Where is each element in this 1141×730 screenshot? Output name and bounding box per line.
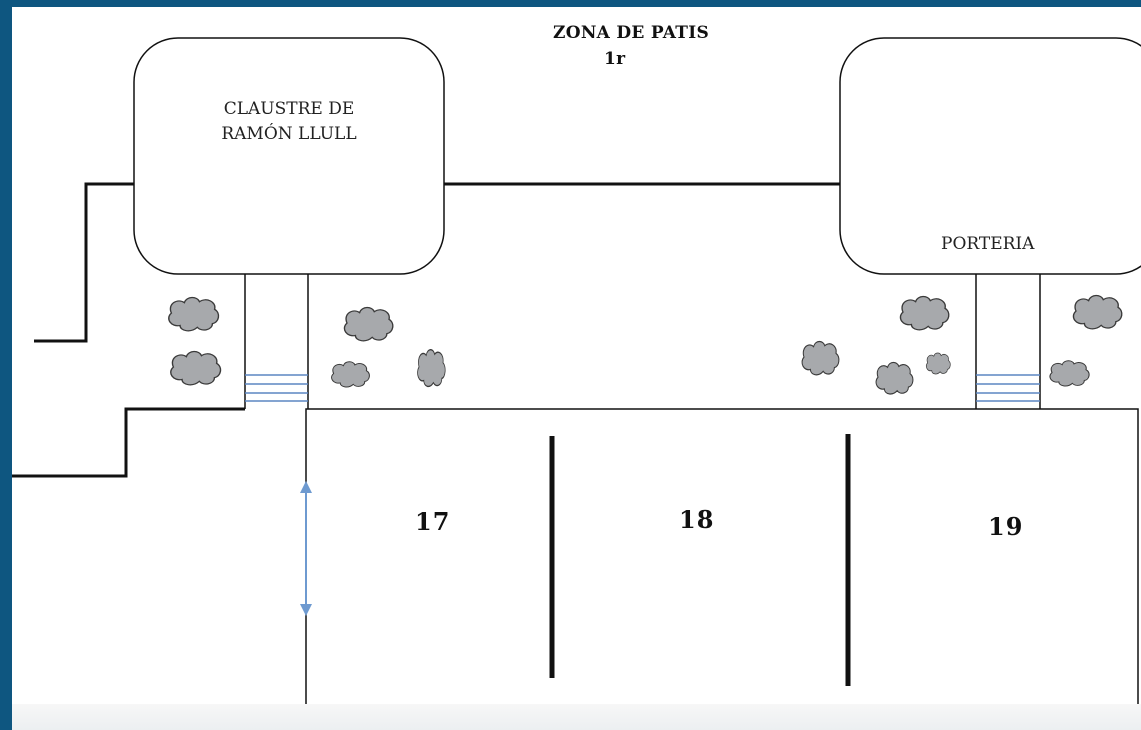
cloister-label-line2: RAMÓN LLULL xyxy=(221,124,357,144)
zone-title: ZONA DE PATIS xyxy=(553,23,710,43)
section-17: 17 xyxy=(415,507,451,536)
bush xyxy=(343,306,394,342)
left-wall-lower xyxy=(12,407,245,478)
classroom-building xyxy=(305,408,1139,714)
section-18: 18 xyxy=(679,505,715,534)
bush xyxy=(1072,294,1123,330)
floor-plan xyxy=(12,37,1141,714)
porteria-room xyxy=(839,37,1141,275)
bottom-fade xyxy=(12,704,1141,730)
diagram-canvas: ZONA DE PATIS 1r CLAUSTRE DE RAMÓN LLULL… xyxy=(12,7,1141,730)
left-wall-upper xyxy=(34,182,134,343)
porteria-label: PORTERIA xyxy=(941,234,1035,254)
section-19: 19 xyxy=(988,512,1024,541)
floor-label: 1r xyxy=(604,49,626,69)
right-corridor xyxy=(975,274,1041,409)
bush xyxy=(875,361,914,395)
double-arrow xyxy=(300,481,312,616)
bush xyxy=(899,295,950,331)
left-stairs xyxy=(245,374,308,402)
bush xyxy=(801,340,840,376)
bush xyxy=(170,350,222,386)
left-corridor xyxy=(244,274,309,409)
cloister-room xyxy=(133,37,445,275)
bush xyxy=(416,349,446,388)
bush xyxy=(1049,360,1090,387)
bush xyxy=(168,296,220,332)
right-stairs xyxy=(976,374,1040,402)
bush xyxy=(925,352,951,375)
cloister-label: CLAUSTRE DE RAMÓN LLULL xyxy=(194,97,384,147)
cloister-label-line1: CLAUSTRE DE xyxy=(223,99,355,119)
bush xyxy=(331,361,370,388)
